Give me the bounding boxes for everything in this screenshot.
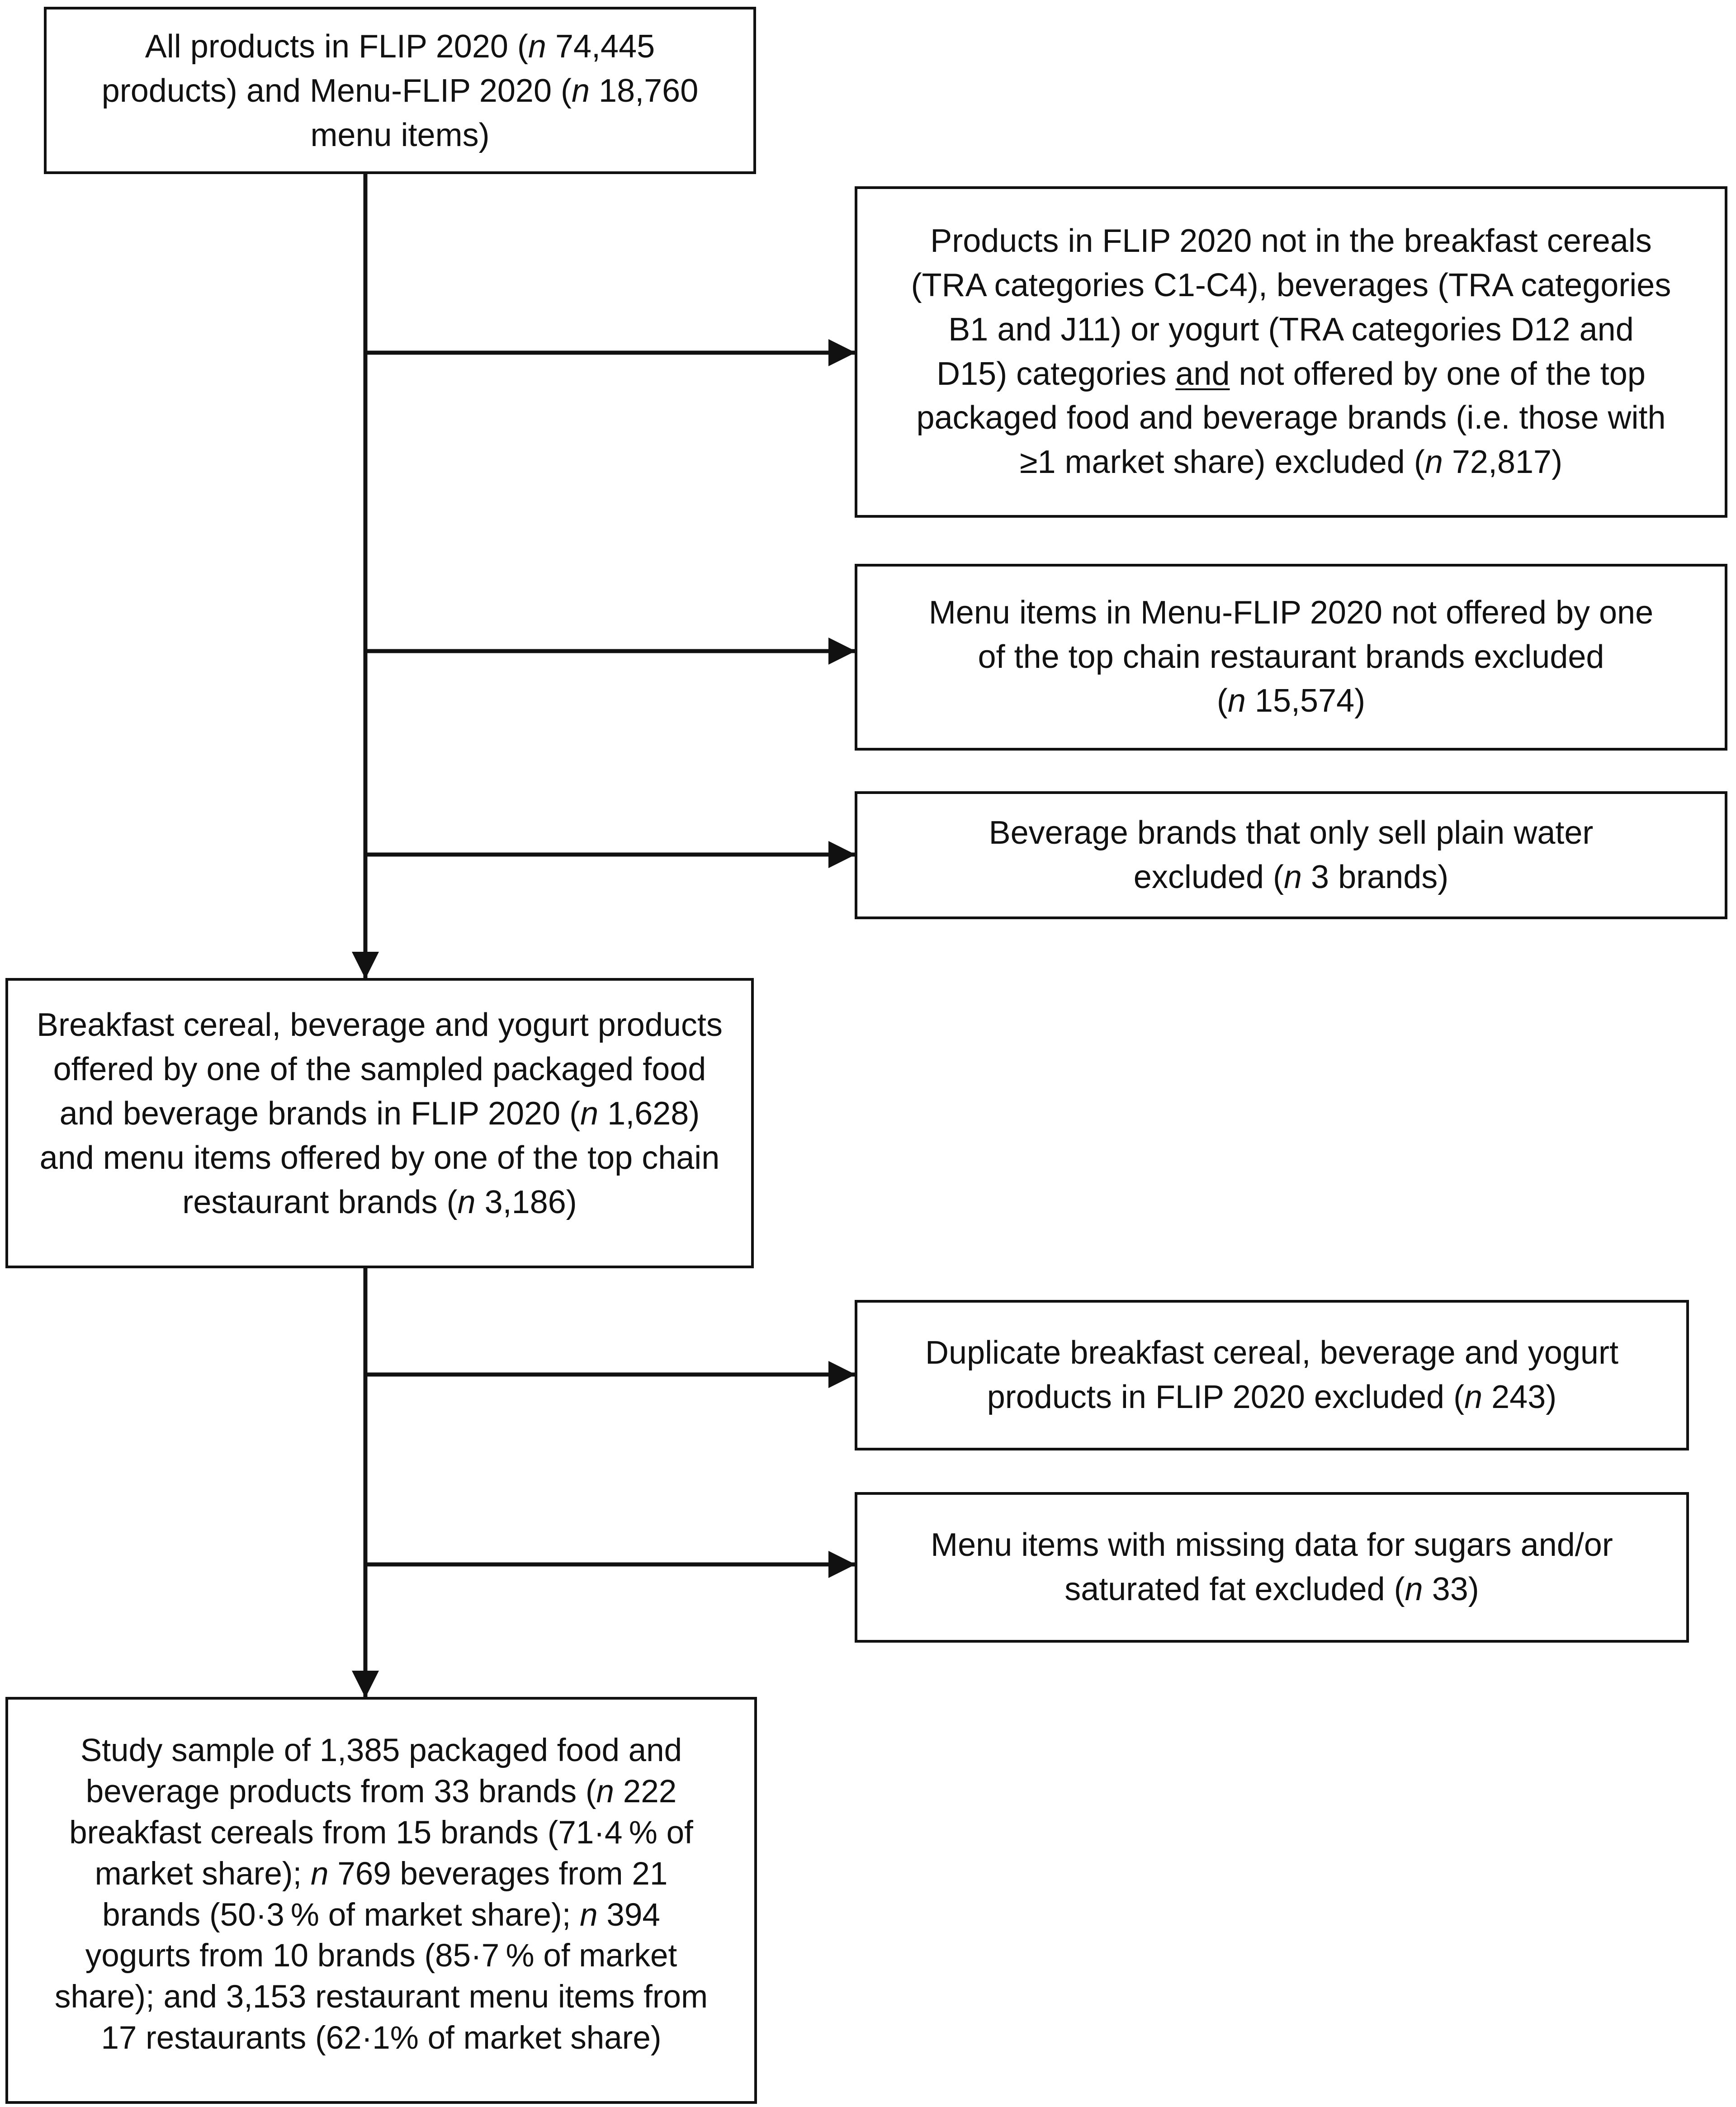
excluded-flip-categories-text: Products in FLIP 2020 not in the breakfa… bbox=[911, 222, 1671, 481]
excluded-water-brands-box: Beverage brands that only sell plain wat… bbox=[855, 791, 1727, 919]
excluded-flip-categories-box: Products in FLIP 2020 not in the breakfa… bbox=[855, 186, 1727, 518]
intermediate-sample-box: Breakfast cereal, beverage and yogurt pr… bbox=[5, 978, 754, 1268]
excluded-menu-items-text: Menu items in Menu-FLIP 2020 not offered… bbox=[928, 594, 1654, 719]
excluded-missing-data-box: Menu items with missing data for sugars … bbox=[855, 1492, 1689, 1643]
excluded-water-brands-text: Beverage brands that only sell plain wat… bbox=[989, 814, 1594, 895]
excluded-missing-data-text: Menu items with missing data for sugars … bbox=[931, 1526, 1613, 1607]
excluded-duplicates-text: Duplicate breakfast cereal, beverage and… bbox=[925, 1334, 1618, 1415]
excluded-duplicates-box: Duplicate breakfast cereal, beverage and… bbox=[855, 1300, 1689, 1450]
excluded-menu-items-box: Menu items in Menu-FLIP 2020 not offered… bbox=[855, 564, 1727, 751]
intermediate-sample-text: Breakfast cereal, beverage and yogurt pr… bbox=[37, 1007, 723, 1220]
